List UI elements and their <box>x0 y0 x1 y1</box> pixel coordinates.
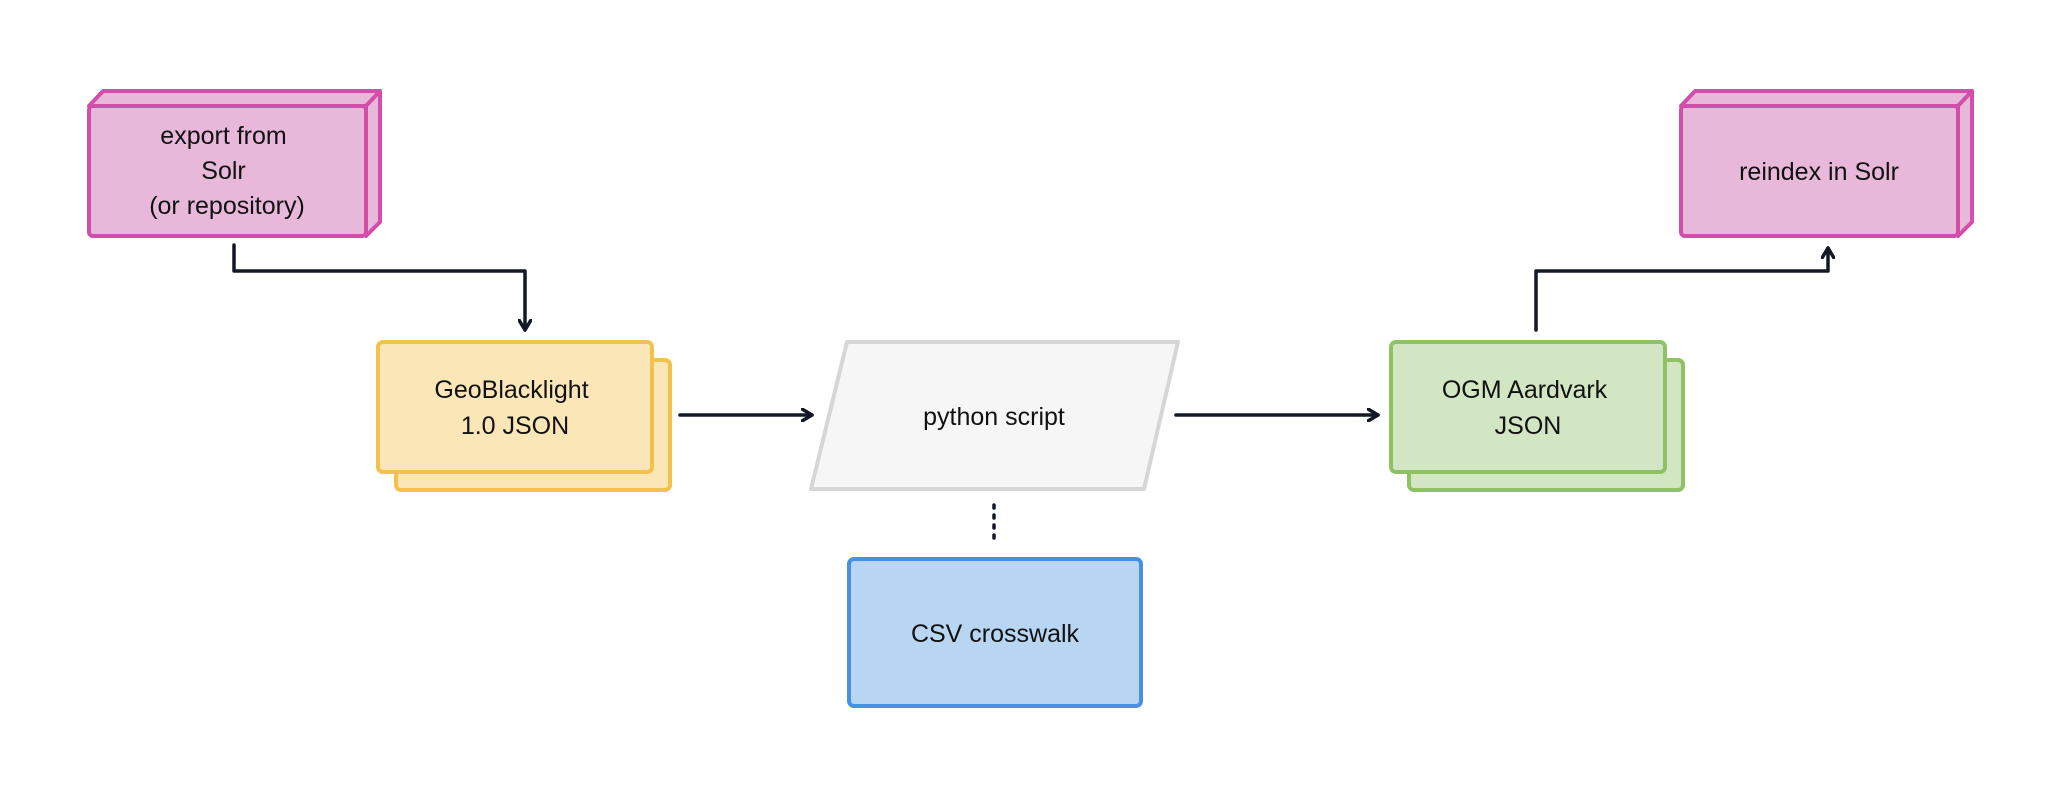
edge-aardvark-to-reindex <box>1534 246 1828 332</box>
document-stack-front <box>376 340 654 474</box>
python-script-label-line-1: python script <box>923 403 1065 431</box>
node-geoblacklight-json: GeoBlacklight 1.0 JSON <box>376 340 672 492</box>
node-aardvark-json: OGM Aardvark JSON <box>1389 340 1685 492</box>
box-3d-front <box>87 104 368 238</box>
node-reindex-in-solr: reindex in Solr <box>1679 89 1974 238</box>
geoblacklight-label: GeoBlacklight 1.0 JSON <box>434 376 595 440</box>
document-stack-front <box>1389 340 1667 474</box>
reindex-label-line-1: reindex in Solr <box>1739 158 1899 186</box>
aardvark-label-line-2: JSON <box>1495 412 1562 440</box>
export-label-line-2: Solr <box>201 157 245 185</box>
box-3d-front <box>1679 104 1960 238</box>
parallelogram-shape <box>809 340 1180 491</box>
box-3d-edge <box>364 89 382 108</box>
export-label: export from Solr (or repository) <box>149 122 305 220</box>
export-label-line-1: export from <box>160 122 286 150</box>
python-script-label: python script <box>923 403 1065 431</box>
node-csv-crosswalk: CSV crosswalk <box>847 557 1143 708</box>
geoblacklight-label-line-1: GeoBlacklight <box>434 376 588 404</box>
crosswalk-label: CSV crosswalk <box>911 620 1080 648</box>
box-3d-edge <box>1956 89 1974 108</box>
node-export-from-solr: export from Solr (or repository) <box>87 89 382 238</box>
crosswalk-label-line-1: CSV crosswalk <box>911 620 1080 648</box>
aardvark-label-line-1: OGM Aardvark <box>1442 376 1608 404</box>
export-label-line-3: (or repository) <box>149 192 305 220</box>
aardvark-label: OGM Aardvark JSON <box>1442 376 1614 440</box>
geoblacklight-label-line-2: 1.0 JSON <box>461 412 569 440</box>
edge-export-to-geoblacklight <box>232 243 525 332</box>
node-python-script: python script <box>809 340 1180 491</box>
crosswalk-box <box>847 557 1143 708</box>
reindex-label: reindex in Solr <box>1739 158 1899 186</box>
